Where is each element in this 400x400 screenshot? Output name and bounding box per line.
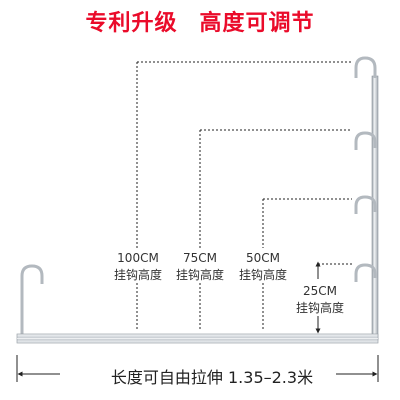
height-caption: 挂钩高度 xyxy=(295,301,344,315)
headline: 专利升级 高度可调节 xyxy=(0,5,400,37)
guide-75cm xyxy=(199,129,352,248)
height-caption: 挂钩高度 xyxy=(175,268,224,282)
guide-50cm xyxy=(262,198,352,248)
headline-patent-upgrade: 专利升级 xyxy=(85,11,178,36)
label-hook-75cm: 75CM 挂钩高度 xyxy=(172,250,228,284)
pole-hook-75 xyxy=(354,131,377,150)
height-caption: 挂钩高度 xyxy=(113,268,162,282)
length-caption: 长度可自由拉伸 1.35–2.3米 xyxy=(110,368,314,387)
headline-height-adjustable: 高度可调节 xyxy=(199,11,315,36)
pole-hook-25 xyxy=(354,263,377,282)
height-value: 50CM xyxy=(245,251,280,265)
height-value: 25CM xyxy=(302,284,337,298)
pole-hook-50 xyxy=(354,195,377,214)
label-hook-50cm: 50CM 挂钩高度 xyxy=(235,250,291,284)
height-value: 100CM xyxy=(117,251,159,265)
label-hook-25cm: 25CM 挂钩高度 xyxy=(292,283,348,317)
label-hook-100cm: 100CM 挂钩高度 xyxy=(112,250,164,284)
left-end-hook xyxy=(20,264,44,337)
height-value: 75CM xyxy=(182,251,217,265)
pole-hook-100 xyxy=(354,56,377,78)
length-dimension xyxy=(16,355,379,382)
height-caption: 挂钩高度 xyxy=(238,268,287,282)
guide-100cm xyxy=(136,61,352,248)
